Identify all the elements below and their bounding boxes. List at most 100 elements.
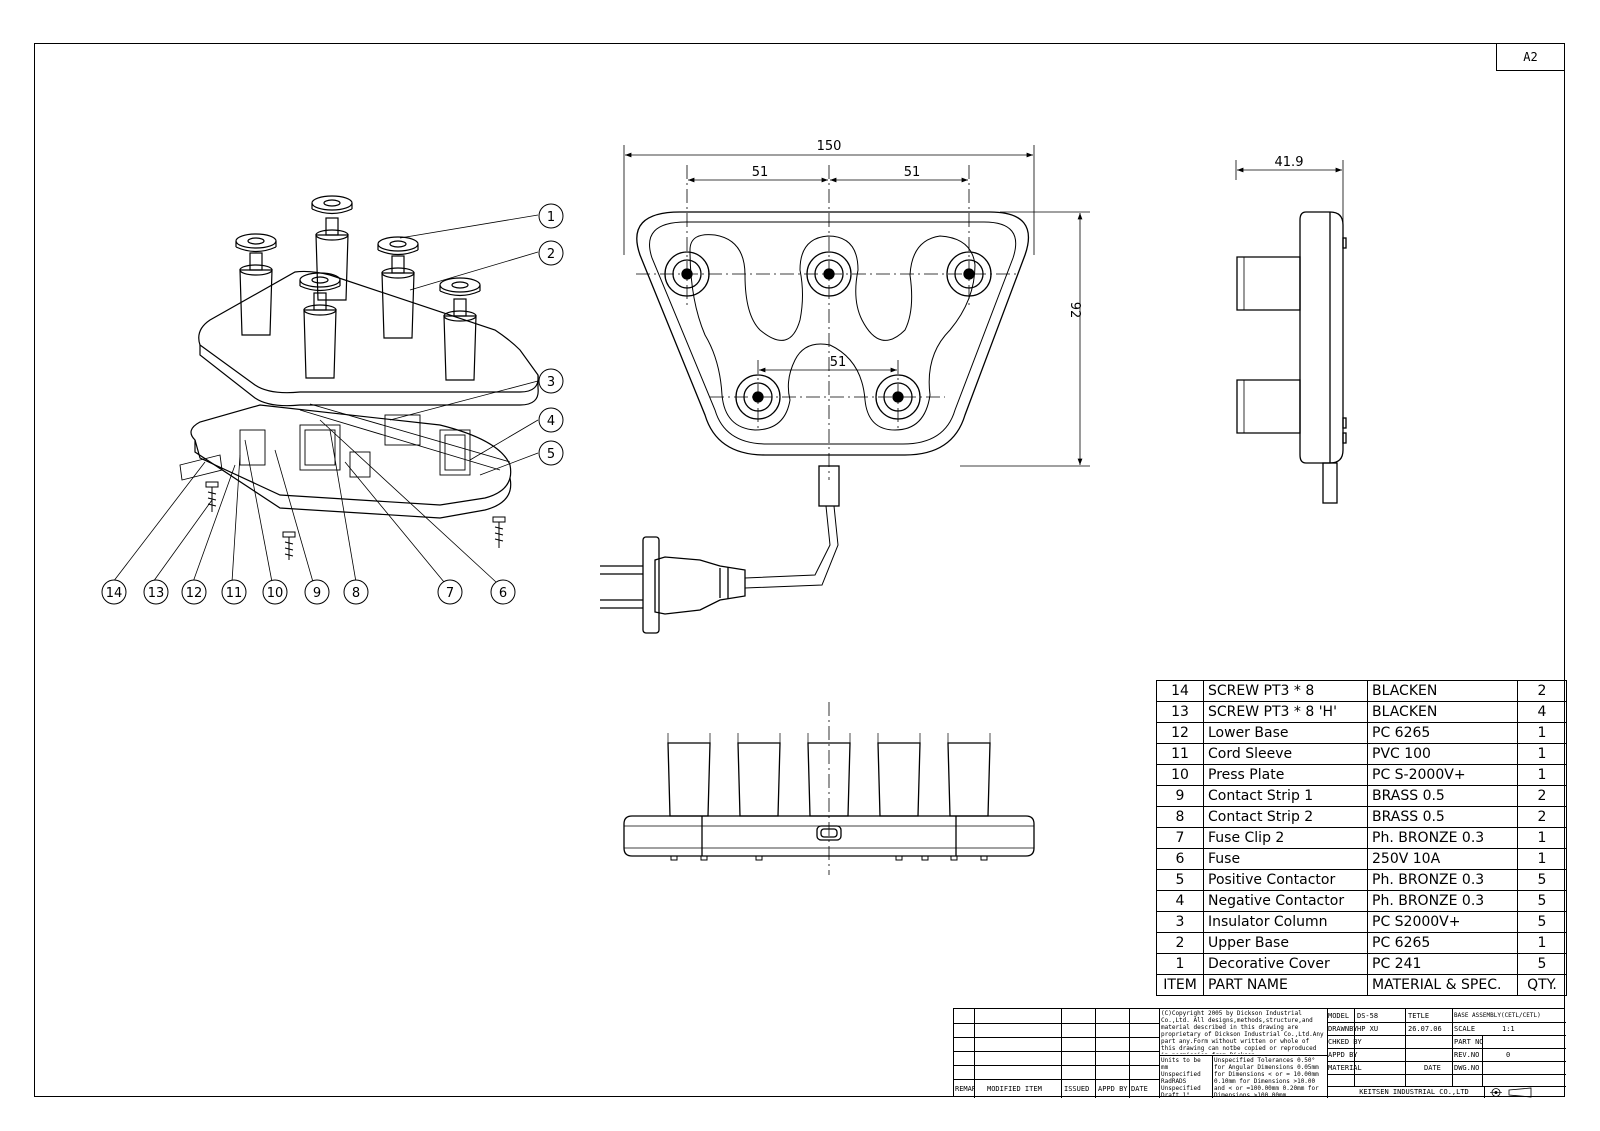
balloon-11 bbox=[221, 579, 247, 605]
dim-height: 92 bbox=[1067, 302, 1082, 319]
bom-item: 14 bbox=[1156, 680, 1204, 702]
balloon-8 bbox=[343, 579, 369, 605]
bom-qty: 5 bbox=[1517, 911, 1567, 933]
approved-label: APPD BY bbox=[1328, 1051, 1358, 1059]
bom-item: 13 bbox=[1156, 701, 1204, 723]
bom-header-item: ITEM bbox=[1156, 974, 1204, 996]
checked-label: CHKED BY bbox=[1328, 1038, 1362, 1046]
dim-spacing-right: 51 bbox=[904, 165, 921, 180]
balloon-label-12: 12 bbox=[186, 586, 203, 601]
balloon-9 bbox=[304, 579, 330, 605]
balloon-3 bbox=[538, 368, 564, 394]
bom-qty: 5 bbox=[1517, 869, 1567, 891]
balloon-13 bbox=[143, 579, 169, 605]
tolerance-note: Unspecified Tolerances 0.50° for Angular… bbox=[1214, 1057, 1319, 1097]
balloon-7 bbox=[437, 579, 463, 605]
bom-material: Ph. BRONZE 0.3 bbox=[1367, 890, 1518, 912]
balloon-label-7: 7 bbox=[446, 586, 454, 601]
bom-material: PC 6265 bbox=[1367, 932, 1518, 954]
bom-item: 7 bbox=[1156, 827, 1204, 849]
balloon-14 bbox=[101, 579, 127, 605]
balloon-label-11: 11 bbox=[226, 586, 243, 601]
dim-overall-width: 150 bbox=[817, 139, 842, 154]
model-value: DS-58 bbox=[1357, 1012, 1379, 1020]
bom-part-name: SCREW PT3 * 8 bbox=[1203, 680, 1368, 702]
bom-part-name: Press Plate bbox=[1203, 764, 1368, 786]
bom-material: PC S2000V+ bbox=[1367, 911, 1518, 933]
title-block: REMARK MODIFIED ITEM ISSUED APPD BY DATE… bbox=[953, 1008, 1566, 1098]
balloon-label-4: 4 bbox=[547, 414, 555, 429]
bom-material: Ph. BRONZE 0.3 bbox=[1367, 869, 1518, 891]
leader-lines bbox=[112, 214, 539, 583]
dwg-no-label: DWG.NO bbox=[1454, 1064, 1480, 1072]
balloon-10 bbox=[262, 579, 288, 605]
bom-item: 4 bbox=[1156, 890, 1204, 912]
bom-material: PC 241 bbox=[1367, 953, 1518, 975]
balloon-label-2: 2 bbox=[547, 247, 555, 262]
button-circles bbox=[664, 251, 992, 420]
bom-material: BRASS 0.5 bbox=[1367, 785, 1518, 807]
bom-part-name: Positive Contactor bbox=[1203, 869, 1368, 891]
side-view bbox=[1235, 160, 1347, 504]
bom-part-name: Contact Strip 2 bbox=[1203, 806, 1368, 828]
drawing-frame bbox=[34, 43, 1565, 1097]
bom-part-name: Decorative Cover bbox=[1203, 953, 1368, 975]
bom-material: BRASS 0.5 bbox=[1367, 806, 1518, 828]
balloon-6 bbox=[490, 579, 516, 605]
balloon-label-1: 1 bbox=[547, 210, 555, 225]
bom-qty: 2 bbox=[1517, 806, 1567, 828]
bom-item: 8 bbox=[1156, 806, 1204, 828]
rev-issued-header: ISSUED bbox=[1064, 1085, 1090, 1093]
bom-part-name: Negative Contactor bbox=[1203, 890, 1368, 912]
bom-qty: 1 bbox=[1517, 743, 1567, 765]
dim-spacing-left: 51 bbox=[752, 165, 769, 180]
part-balloons bbox=[101, 203, 564, 605]
bom-part-name: Fuse bbox=[1203, 848, 1368, 870]
bom-item: 12 bbox=[1156, 722, 1204, 744]
scale-value: 1:1 bbox=[1502, 1025, 1515, 1033]
bom-material: 250V 10A bbox=[1367, 848, 1518, 870]
units-note: Units to be mm Unspecified RadRADS Unspe… bbox=[1161, 1057, 1201, 1097]
bom-qty: 1 bbox=[1517, 764, 1567, 786]
balloon-label-8: 8 bbox=[352, 586, 360, 601]
bom-item: 2 bbox=[1156, 932, 1204, 954]
bom-qty: 2 bbox=[1517, 680, 1567, 702]
rev-approved-header: APPD BY bbox=[1098, 1085, 1128, 1093]
top-view bbox=[600, 145, 1090, 634]
balloon-label-14: 14 bbox=[106, 586, 123, 601]
drawn-value: HP XU bbox=[1357, 1025, 1379, 1033]
bom-item: 1 bbox=[1156, 953, 1204, 975]
bom-material: PVC 100 bbox=[1367, 743, 1518, 765]
bom-item: 11 bbox=[1156, 743, 1204, 765]
rev-modified-header: MODIFIED ITEM bbox=[987, 1085, 1042, 1093]
balloon-label-6: 6 bbox=[499, 586, 507, 601]
bom-qty: 1 bbox=[1517, 827, 1567, 849]
balloon-12 bbox=[181, 579, 207, 605]
projection-symbol-icon bbox=[1490, 1087, 1532, 1098]
bom-item: 3 bbox=[1156, 911, 1204, 933]
date-label: DATE bbox=[1424, 1064, 1441, 1072]
sheet-size-label: A2 bbox=[1496, 44, 1564, 71]
balloon-label-9: 9 bbox=[313, 586, 321, 601]
rev-no-value: 0 bbox=[1506, 1051, 1511, 1059]
copyright-notice: (C)Copyright 2005 by Dickson Industrial … bbox=[1161, 1010, 1324, 1054]
balloon-label-10: 10 bbox=[267, 586, 284, 601]
bom-item: 5 bbox=[1156, 869, 1204, 891]
scale-label: SCALE bbox=[1454, 1025, 1476, 1033]
balloon-label-3: 3 bbox=[547, 375, 555, 390]
bom-header-qty: QTY. bbox=[1517, 974, 1567, 996]
drawn-date: 26.07.06 bbox=[1408, 1025, 1442, 1033]
bom-item: 10 bbox=[1156, 764, 1204, 786]
bom-material: BLACKEN bbox=[1367, 680, 1518, 702]
part-no-label: PART NO bbox=[1454, 1038, 1484, 1046]
material-label: MATERIAL bbox=[1328, 1064, 1362, 1072]
